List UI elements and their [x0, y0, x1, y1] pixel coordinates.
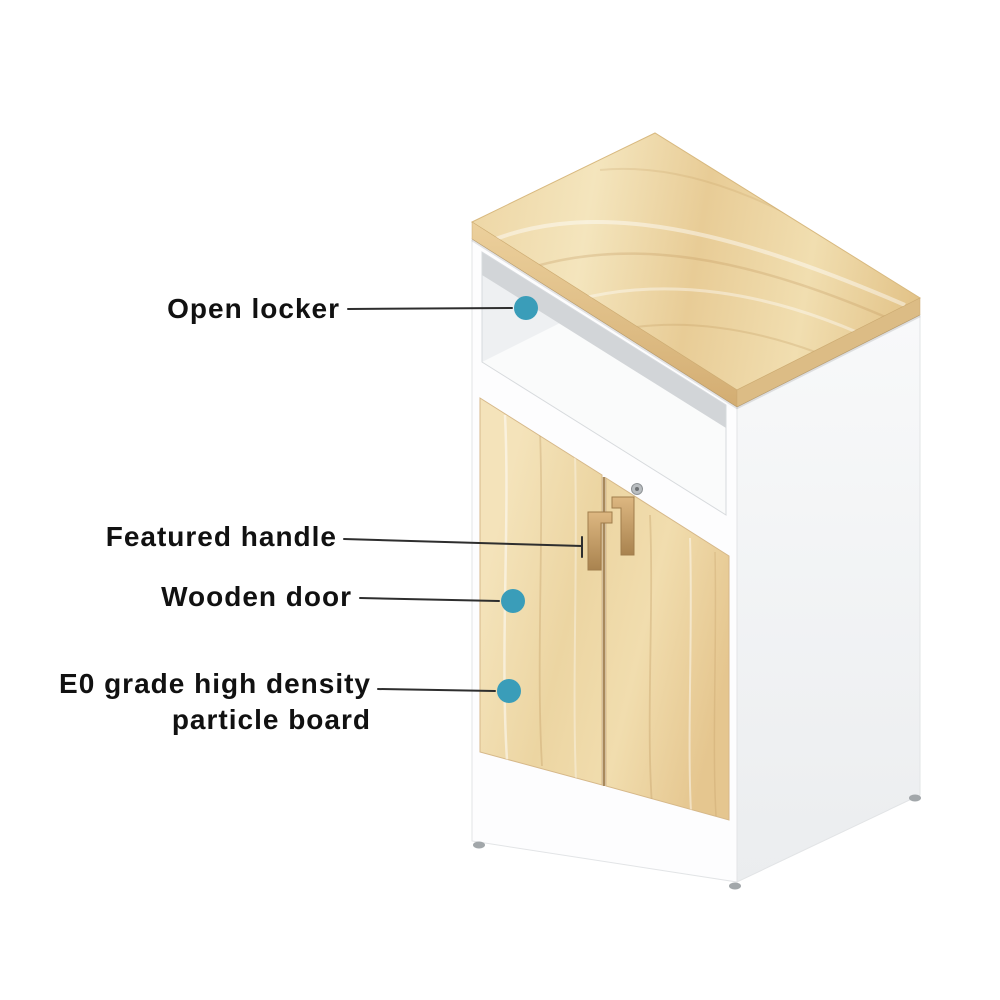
particle-board-marker-dot [497, 679, 521, 703]
right-handle [611, 496, 635, 556]
open-locker-marker-dot [514, 296, 538, 320]
wooden-door-marker-dot [501, 589, 525, 613]
keyhole-center [635, 487, 639, 491]
featured-handle-line [343, 538, 583, 547]
wooden-door-label: Wooden door [161, 581, 352, 612]
open-locker-line [347, 307, 513, 310]
cabinet-top-right-edge [736, 297, 921, 408]
open-compartment [482, 252, 726, 515]
compartment-top-shadow [482, 252, 726, 428]
top-slab-shadow [471, 238, 921, 410]
left-handle [587, 511, 613, 571]
particle-board-line [377, 688, 496, 692]
compartment-shelf [482, 312, 726, 515]
compartment-outline [481, 251, 727, 516]
open-locker-label: Open locker [167, 293, 340, 324]
particle-board-label: E0 grade high density particle board [59, 668, 371, 735]
wooden-door-line [359, 597, 500, 602]
cabinet-foot-front [729, 882, 741, 890]
cabinet-foot-left [473, 841, 485, 849]
cabinet-foot-right [909, 794, 921, 802]
right-door [605, 477, 730, 821]
door-wood-grain [503, 414, 717, 817]
featured-handle-label: Featured handle [105, 521, 337, 552]
cabinet-side-face [736, 314, 921, 883]
